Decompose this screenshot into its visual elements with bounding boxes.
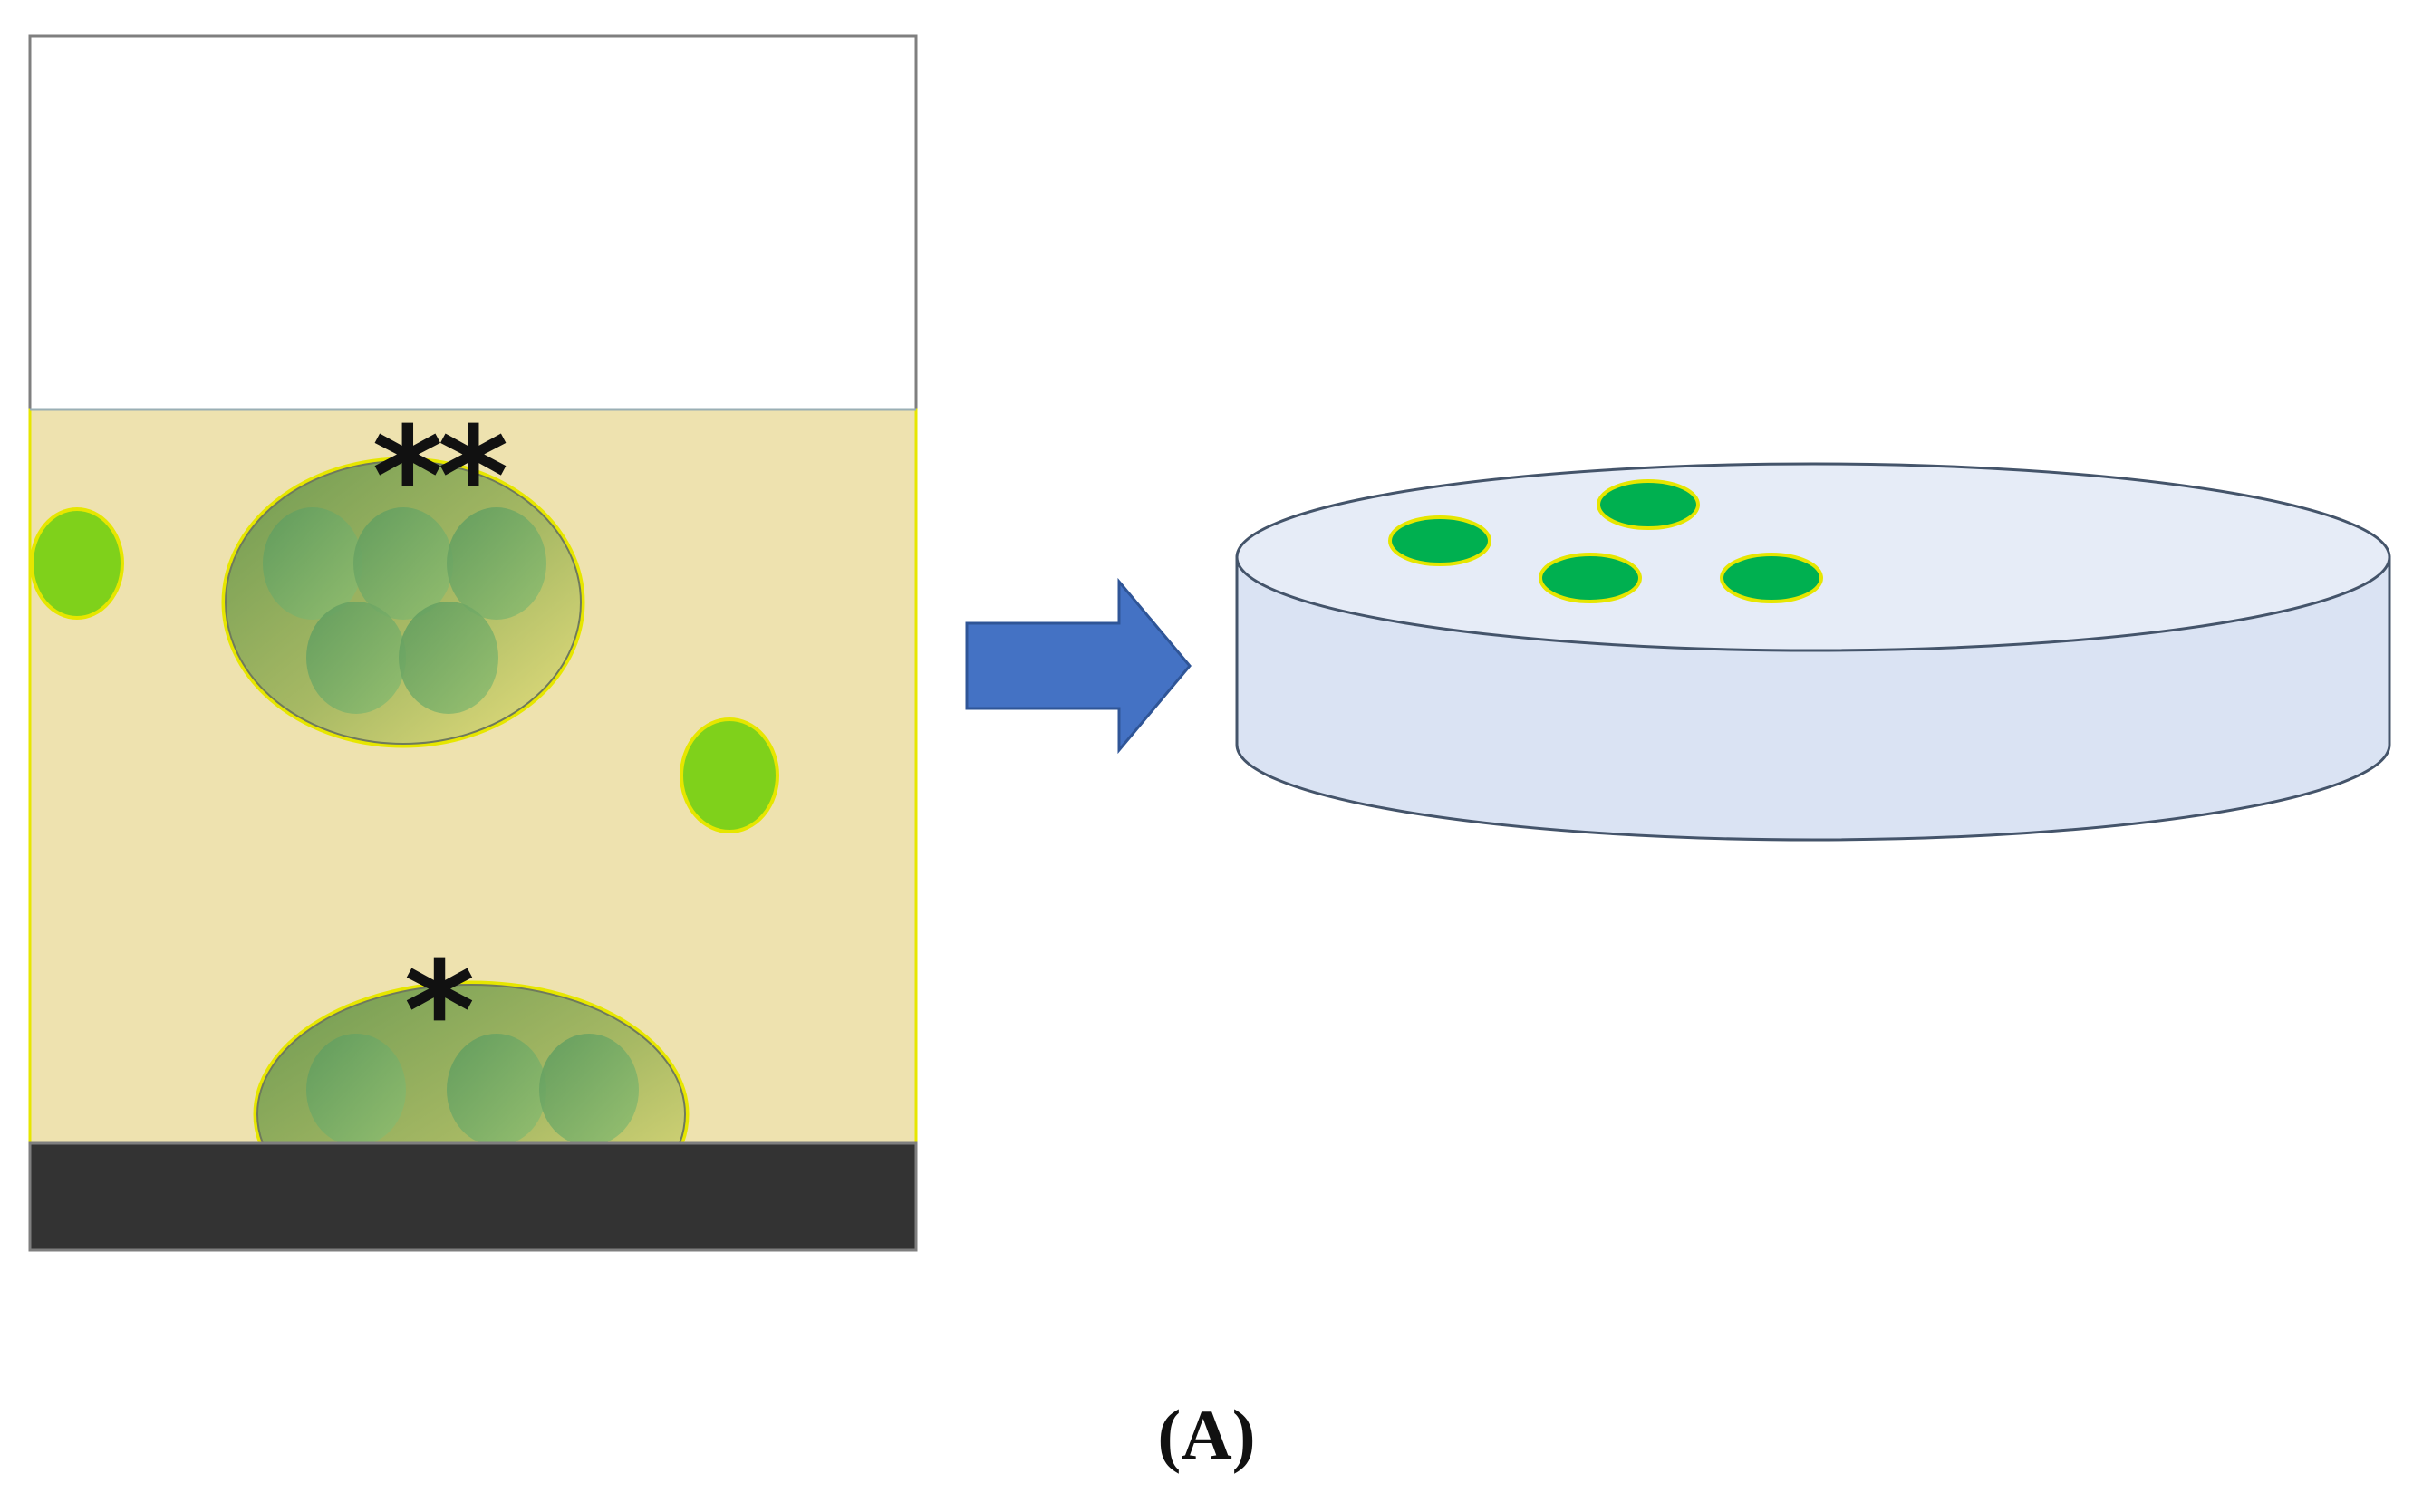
cluster-cell <box>353 507 453 620</box>
double-asterisk-marker: ** <box>372 399 507 556</box>
colony <box>1388 515 1491 566</box>
cluster-cell <box>447 1034 546 1143</box>
colony <box>1597 479 1700 530</box>
colony <box>1539 553 1642 603</box>
cluster-cell <box>263 507 362 620</box>
petri-dish <box>1235 462 2391 842</box>
free-cell <box>680 717 779 833</box>
free-cell <box>30 507 124 620</box>
transfer-arrow <box>965 577 1192 755</box>
cluster-cell <box>399 602 498 714</box>
panel-label: (A) <box>1157 1395 1256 1474</box>
cell-cluster-lower <box>253 980 690 1143</box>
single-asterisk-marker: * <box>404 933 475 1091</box>
dish-top-surface <box>1235 462 2391 652</box>
cluster-cell <box>447 507 546 620</box>
substrate <box>28 1141 918 1252</box>
culture-container: ** * <box>28 34 918 1252</box>
cluster-cell <box>306 602 406 714</box>
cluster-cell <box>306 1034 406 1143</box>
colony <box>1720 553 1823 603</box>
cluster-envelope-outline <box>225 460 582 745</box>
cell-cluster-upper <box>221 457 585 748</box>
cluster-cell <box>539 1034 639 1143</box>
cluster-envelope-outline <box>256 984 686 1143</box>
